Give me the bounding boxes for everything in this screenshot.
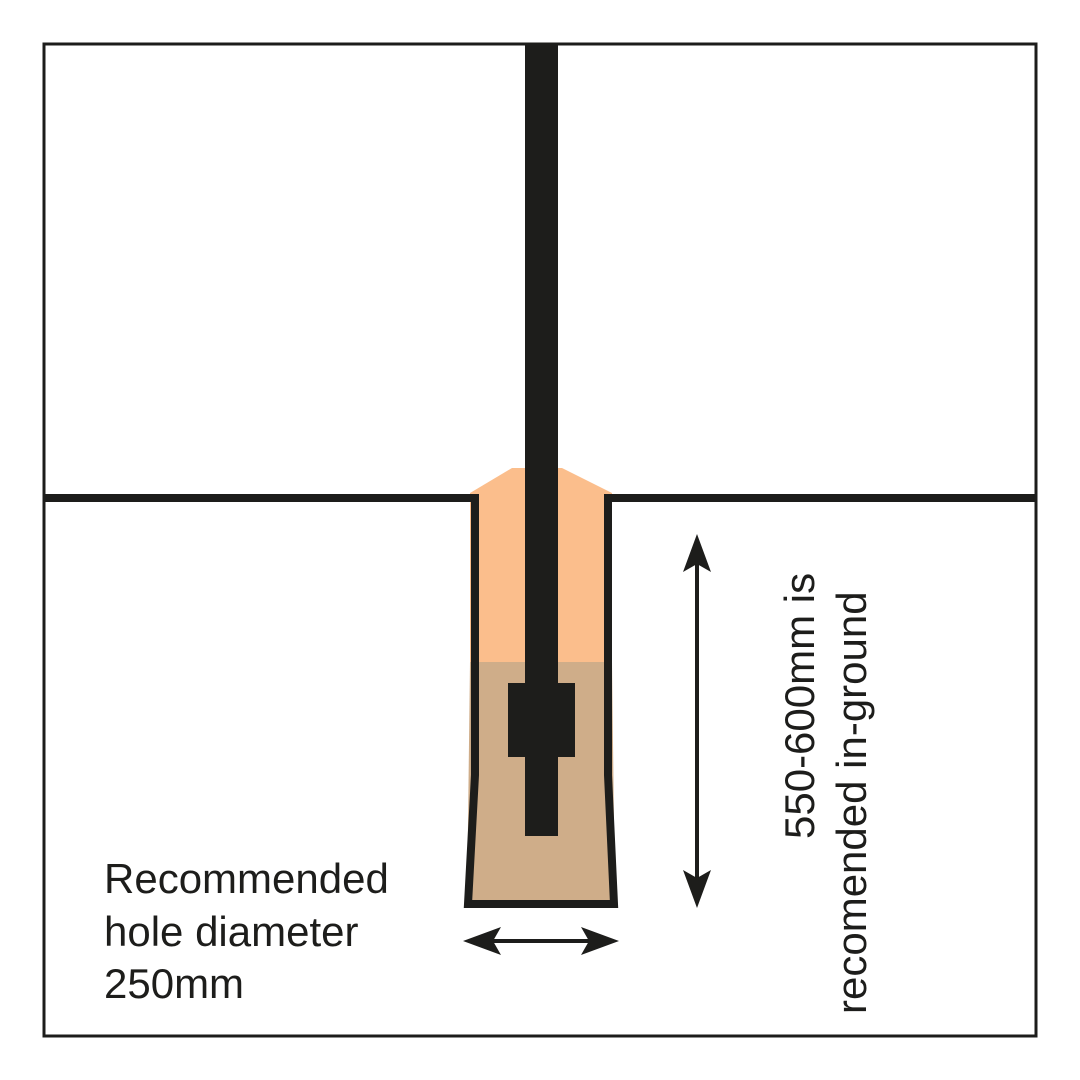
hole-diameter-label-line2: hole diameter [104,908,358,955]
depth-label-line2: recomended in-ground [828,591,875,1014]
hole-diameter-label: Recommended hole diameter 250mm [104,855,400,1007]
depth-dimension-arrow [683,534,711,908]
ground-and-hole-outline [44,494,1036,908]
hole-diameter-label-line1: Recommended [104,855,389,902]
depth-label-line1: 550-600mm is [776,573,823,839]
hole-diameter-label-line3: 250mm [104,960,244,1007]
diameter-dimension-arrow [463,927,619,955]
post-anchor-bracket [508,683,575,757]
